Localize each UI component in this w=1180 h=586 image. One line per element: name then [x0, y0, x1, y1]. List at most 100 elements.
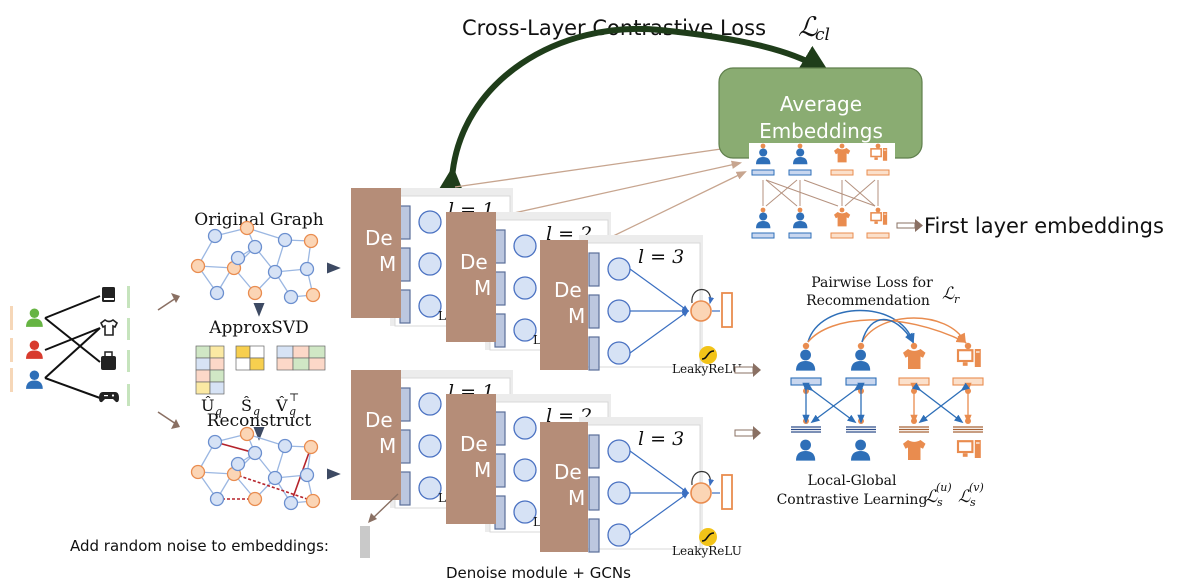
truncated-label: L	[533, 333, 541, 347]
noise-pointer	[368, 493, 399, 523]
layer-to-average-arrows	[454, 144, 747, 241]
shirt-icon	[903, 440, 926, 460]
cl-item-symbol: ℒ	[958, 487, 971, 507]
truncated-label: L	[438, 309, 446, 323]
denoise-text-2: M	[474, 276, 491, 300]
person-icon	[26, 308, 43, 327]
first-layer-icons	[751, 143, 890, 239]
first-layer-embeddings-panel: First layer embeddings	[749, 143, 1164, 243]
computer-icon	[870, 212, 888, 225]
first-layer-arrow	[896, 219, 923, 232]
sigmoid-icon	[699, 528, 717, 546]
denoise-text-1: De	[365, 226, 393, 250]
gcn-layer-card: l = 3 LeakyReLU	[579, 235, 742, 376]
interaction-edges	[44, 295, 101, 399]
title-symbol: ℒ	[798, 12, 818, 43]
person-icon	[26, 340, 43, 359]
svg-text:q: q	[253, 405, 260, 418]
denoise-module: DeM	[351, 188, 401, 318]
person-icon	[756, 212, 771, 229]
computer-icon	[870, 148, 888, 161]
svg-text:V̂: V̂	[275, 396, 288, 415]
original-graph-label: Original Graph	[194, 210, 323, 230]
svd-symbols: Û q Ŝ q V̂ q ⊤	[201, 391, 299, 418]
denoise-module: DeM	[446, 212, 496, 342]
cl-user-symbol: ℒ	[925, 487, 938, 507]
cl-user-sup: (u)	[936, 481, 952, 494]
pairwise-symbol: ℒ	[942, 284, 955, 304]
person-icon	[793, 148, 808, 165]
person-icon	[851, 439, 871, 461]
shirt-icon	[834, 148, 851, 163]
pairwise-line1: Pairwise Loss for	[811, 275, 933, 291]
person-icon	[26, 370, 43, 389]
svg-text:q: q	[215, 405, 222, 418]
pairwise-symbol-sub: r	[954, 293, 960, 306]
denoise-module: DeM	[351, 370, 401, 500]
denoise-module: DeM	[540, 422, 588, 552]
person-icon	[796, 349, 816, 371]
denoise-module: DeM	[446, 394, 496, 524]
book-icon	[102, 287, 115, 302]
original-graph	[190, 220, 321, 305]
average-box-line2: Embeddings	[759, 119, 883, 143]
cl-item-sup: (v)	[969, 481, 984, 494]
denoise-module: DeM	[540, 240, 588, 370]
right-embeddings	[790, 342, 984, 461]
user-item-graph	[10, 286, 130, 406]
person-icon	[796, 439, 816, 461]
local-global-line1: Local-Global	[808, 473, 898, 489]
noise-vector	[360, 526, 370, 558]
title-symbol-sub: cl	[815, 25, 830, 45]
shirt-icon	[903, 349, 926, 369]
first-layer-label: First layer embeddings	[924, 214, 1164, 238]
person-icon	[851, 349, 871, 371]
denoise-text-1: De	[460, 432, 488, 456]
approx-svd-label: ApproxSVD	[208, 318, 309, 338]
truncated-label: L	[438, 491, 446, 505]
denoise-text-1: De	[365, 408, 393, 432]
pairwise-curves	[807, 309, 967, 345]
denoise-text-1: De	[554, 278, 582, 302]
denoise-text-2: M	[474, 458, 491, 482]
svg-text:Ŝ: Ŝ	[241, 395, 252, 415]
denoise-text-2: M	[568, 304, 585, 328]
matrix-s	[235, 345, 265, 371]
denoise-text-1: De	[460, 250, 488, 274]
average-embeddings-box: Average Embeddings	[718, 67, 923, 159]
graph-to-stack-arrows	[326, 262, 341, 480]
layer-label: l = 3	[638, 428, 684, 450]
loss-panel: Pairwise Loss for Recommendation ℒ r Loc…	[777, 275, 984, 509]
denoise-text-2: M	[379, 434, 396, 458]
denoise-module-label: Denoise module + GCNs	[446, 564, 631, 582]
computer-icon	[956, 440, 981, 458]
denoise-text-2: M	[379, 252, 396, 276]
first-layer-cross-arrows	[762, 179, 879, 207]
matrix-u	[195, 345, 225, 395]
cl-user-sub: s	[937, 496, 943, 509]
denoise-text-2: M	[568, 486, 585, 510]
reconstructed-graph	[190, 426, 321, 511]
layer-label: l = 3	[638, 246, 684, 268]
computer-icon	[956, 349, 981, 367]
pairwise-line2: Recommendation	[806, 293, 930, 309]
svd-matrices: Û q Ŝ q V̂ q ⊤	[195, 345, 326, 418]
denoise-text-1: De	[554, 460, 582, 484]
users-column	[26, 308, 43, 389]
cross-layer-arrow	[435, 25, 831, 198]
shirt-icon	[834, 212, 851, 227]
person-icon	[793, 212, 808, 229]
gamepad-icon	[99, 392, 119, 403]
noise-label: Add random noise to embeddings:	[70, 537, 329, 555]
reconstruct-label: Reconstruct	[207, 411, 312, 431]
split-arrows	[157, 293, 180, 429]
svg-text:q: q	[289, 405, 296, 418]
local-global-cross-arrows	[802, 382, 972, 424]
activation-label: LeakyReLU	[672, 362, 742, 376]
shirt-icon	[99, 319, 119, 336]
matrix-v	[276, 345, 326, 371]
